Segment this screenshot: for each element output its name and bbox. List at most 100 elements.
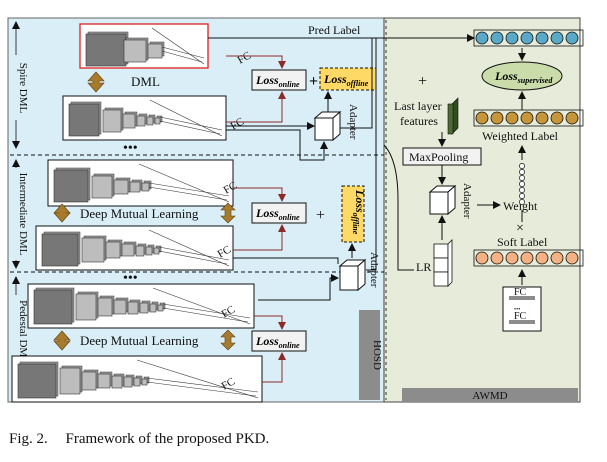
conv-layer <box>113 179 129 195</box>
bidirectional-arrow-1 <box>87 71 105 93</box>
figure-caption: Fig. 2. Framework of the proposed PKD. <box>9 431 269 448</box>
loss-supervised-oval: Losssupervised <box>481 61 563 91</box>
weighted-label-node <box>565 111 579 125</box>
svg-text:Lossonline: Lossonline <box>255 334 300 350</box>
conv-layer <box>17 363 57 399</box>
fc-label: FC <box>216 243 234 260</box>
weight-node <box>519 187 525 193</box>
conv-layer <box>113 299 127 315</box>
soft-label-node <box>520 251 534 265</box>
times-symbol: × <box>516 221 524 236</box>
cnn-network-3: FC <box>47 159 240 207</box>
svg-text:Lossoffline: Lossoffline <box>351 189 367 235</box>
weight-node <box>519 193 525 199</box>
loss-online-box-1: Lossonline <box>251 69 307 91</box>
pred-label-node <box>520 31 534 45</box>
pedestal-dml-label: Pedestal DML <box>17 300 29 364</box>
ellipsis-1: ••• <box>123 141 138 156</box>
cnn-network-2: FC <box>62 95 246 141</box>
pred-label-node <box>475 31 489 45</box>
conv-layer <box>75 293 97 321</box>
pred-label-node <box>550 31 564 45</box>
hosd-bar <box>359 310 380 400</box>
fc-label: FC <box>220 375 238 392</box>
plus-3: + <box>418 73 427 90</box>
loss-offline-box-2: Lossoffline <box>341 185 367 243</box>
figure-number: Fig. 2. <box>9 431 48 447</box>
conv-layer <box>141 378 148 386</box>
conv-layer <box>68 103 100 137</box>
deep-mutual-learning-text-2: Deep Mutual Learning <box>80 333 199 348</box>
awmd-bar <box>402 388 578 402</box>
lr-block <box>433 257 449 273</box>
bidirectional-side-arrow-2 <box>220 329 236 351</box>
weighted-label-text: Weighted Label <box>482 129 559 143</box>
pred-label-frame <box>473 29 584 47</box>
ellipsis-2: ••• <box>123 271 138 286</box>
lr-block <box>433 271 449 287</box>
conv-layer <box>102 109 122 133</box>
conv-layer <box>133 377 141 387</box>
bidirectional-arrow-3 <box>53 330 71 351</box>
soft-label-node <box>505 251 519 265</box>
soft-label-node <box>490 251 504 265</box>
pkd-framework-diagram: HOSD AWMD Spire DML Intermediate DML Ped… <box>7 17 584 403</box>
conv-layer <box>91 175 113 199</box>
pred-label-node <box>535 31 549 45</box>
lr-text: LR <box>416 260 431 274</box>
adapter-cube-3 <box>428 184 457 216</box>
svg-text:Losssupervised: Losssupervised <box>494 69 553 85</box>
adapter-label-1: Adapter <box>347 104 359 140</box>
weight-node <box>519 163 525 169</box>
cnn-network-6: FC <box>11 355 263 403</box>
fc-stack-label-1: FC <box>514 287 527 298</box>
weighted-label-node <box>520 111 534 125</box>
conv-layer <box>59 367 81 395</box>
plus-1: + <box>309 73 318 90</box>
soft-label-node <box>565 251 579 265</box>
svg-text:Lossonline: Lossonline <box>255 206 300 222</box>
pred-label-node <box>490 31 504 45</box>
conv-layer <box>145 246 153 256</box>
awmd-label: AWMD <box>472 390 507 402</box>
conv-layer <box>139 302 149 314</box>
intermediate-dml-label: Intermediate DML <box>17 173 29 256</box>
left-connections <box>226 38 377 383</box>
fc-label: FC <box>222 179 240 196</box>
conv-layer <box>146 116 154 126</box>
adapter-label-3: Adapter <box>461 183 473 219</box>
conv-layer <box>153 247 160 255</box>
svg-text:Lossonline: Lossonline <box>255 73 300 89</box>
adapter-cube-1 <box>313 110 342 142</box>
fc-label: FC <box>220 303 238 320</box>
conv-layer <box>105 241 121 259</box>
lr-block <box>433 243 449 259</box>
loss-online-box-2: Lossonline <box>251 202 307 224</box>
fc-stack-dots: ••• <box>514 307 520 313</box>
soft-label-text: Soft Label <box>497 235 548 249</box>
soft-label-node <box>535 251 549 265</box>
conv-layer <box>85 33 127 67</box>
fc-label: FC <box>236 49 254 66</box>
soft-label-node <box>550 251 564 265</box>
weighted-label-frame <box>473 109 584 127</box>
weighted-label-node <box>550 111 564 125</box>
conv-layer <box>123 376 133 388</box>
weighted-label-node <box>535 111 549 125</box>
plus-2: + <box>316 207 325 224</box>
conv-layer <box>121 243 135 257</box>
figure-caption-text: Framework of the proposed PKD. <box>65 431 270 447</box>
cnn-network-5: FC <box>27 283 255 329</box>
loss-offline-box-1: Lossoffline <box>319 67 377 91</box>
weighted-label-node <box>475 111 489 125</box>
fc-stack <box>502 286 542 332</box>
cnn-network-4: FC <box>35 225 234 271</box>
weight-node <box>519 169 525 175</box>
svg-text:Lossoffline: Lossoffline <box>323 72 369 88</box>
conv-layer <box>154 117 161 125</box>
conv-layer <box>123 39 147 63</box>
panel-link-curve <box>383 144 414 271</box>
spire-dml-label: Spire DML <box>17 63 29 114</box>
conv-layer <box>97 373 111 389</box>
soft-label-node <box>475 251 489 265</box>
